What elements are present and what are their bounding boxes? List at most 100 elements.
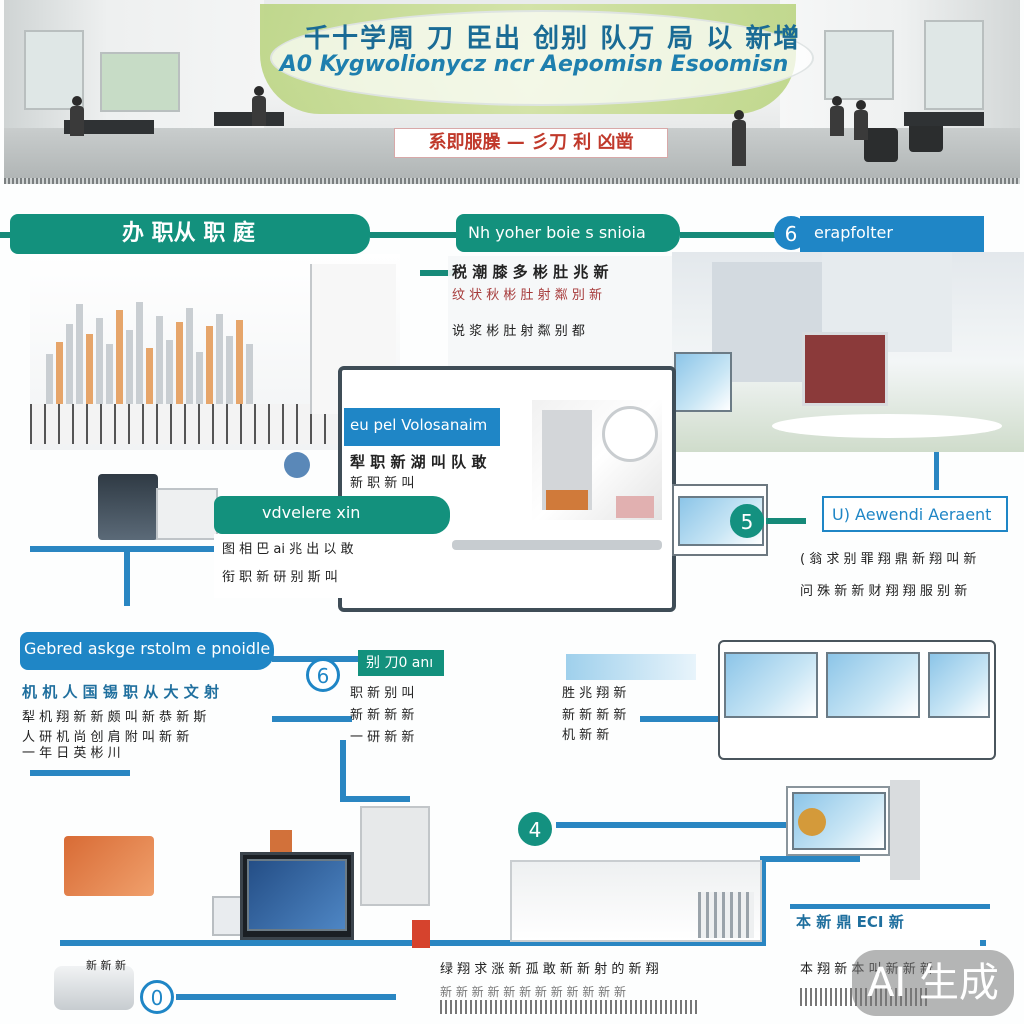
hero-title-cn: 千十学周 刀 臣出 创别 队万 局 以 新增 xyxy=(304,24,802,54)
text-line: 机 机 人 国 锡 职 从 大 文 射 xyxy=(22,683,220,701)
screen xyxy=(247,859,347,931)
text-line: 衔 职 新 研 别 斯 叫 xyxy=(222,570,338,585)
text-line: 图 相 巴 ai 兆 出 以 敢 xyxy=(222,542,354,557)
text-line: 职 新 别 叫 xyxy=(350,686,415,701)
printer-device xyxy=(64,836,154,896)
section-badge: U) Aewendi Aeraent xyxy=(822,496,1008,532)
computer-monitor xyxy=(240,852,354,940)
hero-title-en: A0 Kygwolionycz ncr Aepomisn Esoomisn xyxy=(279,52,789,77)
text-line: 人 研 机 尚 创 肩 附 叫 新 新 xyxy=(22,730,190,745)
title-oval xyxy=(270,10,814,106)
text-line: 犁 机 翔 新 新 颇 叫 新 恭 新 斯 xyxy=(22,710,207,725)
connector-line xyxy=(680,232,776,238)
text-line: 税 潮 膝 多 彬 肚 兆 新 xyxy=(452,263,609,281)
section-badge: Nh yoher boie s snioia xyxy=(456,214,680,252)
text-line: 机 新 新 xyxy=(562,728,610,743)
round-dial xyxy=(602,406,658,462)
text-line: 说 浆 彬 肚 射 粼 别 都 xyxy=(452,324,585,339)
machine-illustration xyxy=(510,860,762,942)
connector-line xyxy=(640,716,730,722)
person-figure xyxy=(70,96,84,136)
connector-line xyxy=(766,518,806,524)
connector-line xyxy=(420,270,454,276)
machine-vent xyxy=(698,892,754,938)
connector-line xyxy=(60,940,760,946)
server-device xyxy=(98,474,158,540)
icon-circle xyxy=(798,808,826,836)
window xyxy=(924,20,984,110)
text-line: 问 殊 新 新 财 翔 翔 服 别 新 xyxy=(800,584,968,599)
text-line: 绿 翔 求 涨 新 孤 敢 新 新 射 的 新 翔 xyxy=(440,962,659,977)
connector-line xyxy=(556,822,792,828)
connector-line xyxy=(760,856,860,862)
device-slot xyxy=(616,496,654,518)
scanner-device xyxy=(54,966,134,1010)
connector-line xyxy=(340,740,346,800)
monitor-photo xyxy=(786,786,890,856)
hero-subtitle: 系即服臊 — 彡刀 利 凶凿 xyxy=(394,128,668,158)
text-line: 新 新 新 新 xyxy=(562,708,627,723)
text-line: 新 新 新 新 新 新 新 新 新 新 新 新 xyxy=(440,985,626,999)
connector-line xyxy=(760,856,766,946)
section-badge: 办 职从 职 庭 xyxy=(10,214,370,254)
connector-line xyxy=(124,546,130,606)
connector-line xyxy=(272,716,352,722)
office-photo xyxy=(672,252,1024,452)
connector-line xyxy=(370,232,460,238)
text-line: 新 职 新 叫 xyxy=(350,476,415,491)
desk xyxy=(904,112,984,126)
text-line: 新 新 新 新 xyxy=(350,708,415,723)
ai-watermark: AI 生成 xyxy=(852,950,1014,1016)
barcode-strip xyxy=(440,1000,700,1014)
text-line: 纹 状 秋 彬 肚 射 粼 別 新 xyxy=(452,288,603,303)
step-number: 0 xyxy=(140,980,174,1014)
chair xyxy=(864,128,898,162)
device-base xyxy=(546,490,588,510)
text-panel xyxy=(790,904,990,940)
person-figure xyxy=(830,96,844,136)
dashboard-screen xyxy=(724,652,818,718)
kiosk xyxy=(802,332,888,406)
globe-device xyxy=(284,452,310,478)
info-strip xyxy=(566,654,696,680)
monitor xyxy=(674,352,732,412)
section-badge: erapfolter xyxy=(800,216,984,252)
connector-line xyxy=(30,770,130,776)
person-figure xyxy=(732,110,746,166)
step-number: 5 xyxy=(730,504,764,538)
window xyxy=(100,52,180,112)
text-panel xyxy=(214,534,450,598)
hero-banner: 千十学周 刀 臣出 创别 队万 局 以 新增 A0 Kygwolionycz n… xyxy=(4,0,1020,184)
connector-line xyxy=(176,994,396,1000)
text-line: 胜 兆 翔 新 xyxy=(562,686,627,701)
person-figure xyxy=(854,100,868,140)
printer-device xyxy=(156,488,218,540)
dashboard-screen xyxy=(928,652,990,718)
text-line: ( 翁 求 别 罪 翔 鼎 新 翔 叫 新 xyxy=(800,552,977,567)
pond xyxy=(772,414,1002,438)
text-panel xyxy=(448,256,678,366)
slider-track xyxy=(452,540,662,550)
window xyxy=(824,30,894,100)
section-badge: 别 刀0 anı xyxy=(358,650,444,676)
section-badge: Gebred askge rstolm e pnoidle xyxy=(20,632,274,670)
dashboard-panel xyxy=(718,640,996,760)
text-line: 本 新 鼎 ECI 新 xyxy=(796,913,904,931)
desk xyxy=(64,120,154,134)
dashboard-screen xyxy=(826,652,920,718)
text-line: 犁 职 新 湖 叫 队 敢 斯 xyxy=(350,453,490,471)
robot-device xyxy=(360,806,430,906)
text-line: 一 研 新 新 xyxy=(350,730,415,745)
device-tag xyxy=(412,920,430,948)
device-knob xyxy=(270,830,292,852)
desk xyxy=(214,112,284,126)
connector-line xyxy=(340,796,410,802)
step-number: 6 xyxy=(306,658,340,692)
text-line: 一 年 日 英 彬 川 xyxy=(22,746,121,761)
floor-strip xyxy=(4,178,1020,184)
section-badge: vdvelere xin xyxy=(214,496,450,534)
bar-cluster xyxy=(46,294,253,414)
section-badge: eu pel Volosanaim xyxy=(344,408,500,446)
text-line: 新 新 新 xyxy=(86,959,126,972)
device-illustration xyxy=(532,400,662,520)
